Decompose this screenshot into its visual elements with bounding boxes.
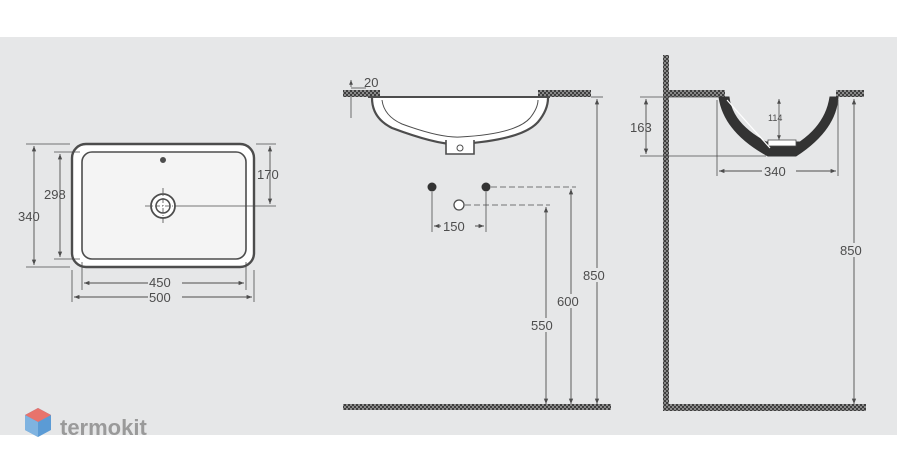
side-floor <box>663 404 866 411</box>
supply-pipe-right <box>481 182 491 192</box>
side-dim-height-total-label: 850 <box>840 243 862 258</box>
top-view <box>26 142 276 302</box>
dim-outer-height-label: 340 <box>18 209 40 224</box>
side-view <box>640 55 866 411</box>
logo-text: termokit <box>60 415 147 440</box>
dim-height-pipes-label: 600 <box>557 294 579 309</box>
dim-pipe-spacing-label: 150 <box>443 219 465 234</box>
side-wall <box>663 55 669 411</box>
side-countertop-right <box>836 90 864 97</box>
front-floor <box>343 404 611 410</box>
side-bowl-section <box>718 96 839 157</box>
drain-outlet <box>445 140 475 155</box>
dim-height-drain-label: 550 <box>531 318 553 333</box>
overflow-hole <box>160 157 166 163</box>
dim-offset-label: 170 <box>257 167 279 182</box>
front-view <box>343 80 611 410</box>
dim-rim-label: 20 <box>364 75 378 90</box>
dim-height-total-label: 850 <box>583 268 605 283</box>
logo: termokit <box>25 408 147 440</box>
drain-pipe <box>453 199 465 211</box>
dim-inner-width-label: 450 <box>149 275 171 290</box>
dim-bowl-label: 114 <box>768 113 782 123</box>
dim-width-label: 340 <box>764 164 786 179</box>
countertop-right <box>538 90 591 97</box>
hexagon-cube-icon <box>25 408 51 437</box>
dim-inner-height-label: 298 <box>44 187 66 202</box>
supply-pipe-left <box>427 182 437 192</box>
dim-depth-label: 163 <box>630 120 652 135</box>
dim-outer-width-label: 500 <box>149 290 171 305</box>
side-countertop-left <box>669 90 725 97</box>
countertop-left <box>343 90 380 97</box>
